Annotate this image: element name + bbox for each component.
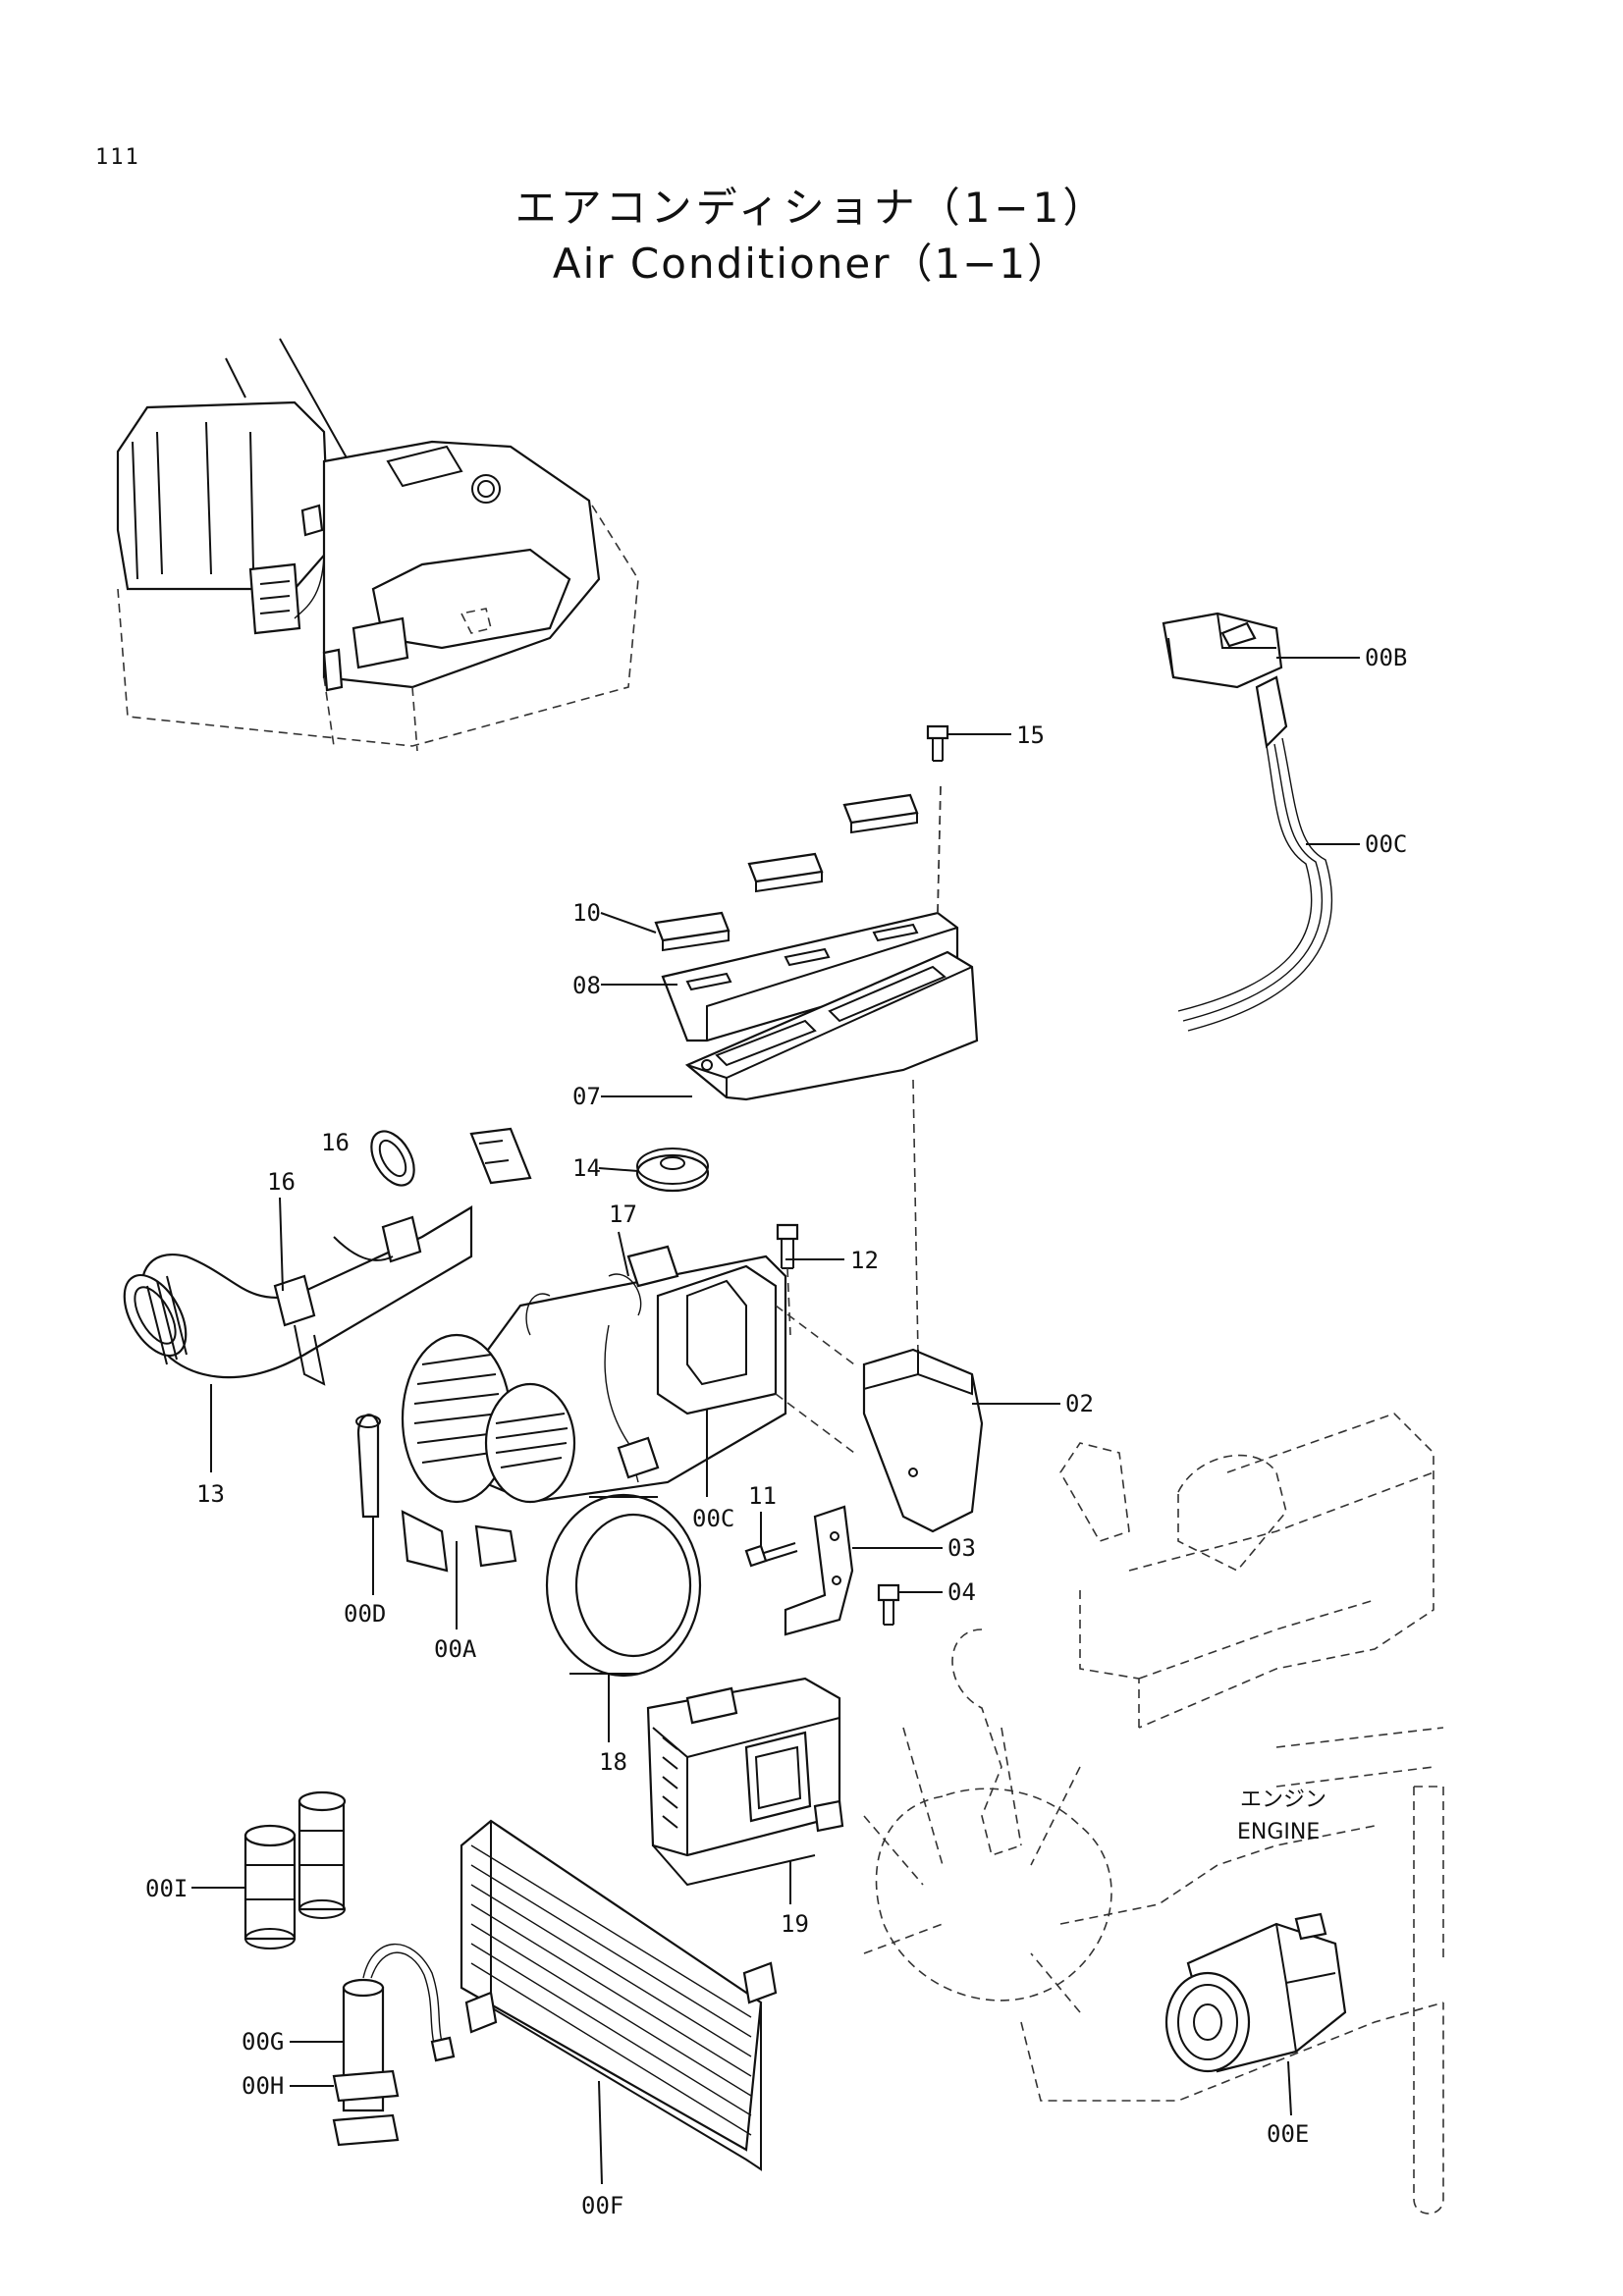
callout-11: 11 — [748, 1482, 777, 1510]
callout-00A: 00A — [434, 1635, 477, 1663]
callout-18: 18 — [599, 1748, 627, 1776]
callout-00D: 00D — [344, 1600, 386, 1628]
callout-08: 08 — [572, 972, 601, 999]
evaporator-19 — [646, 1677, 844, 1887]
callout-14: 14 — [572, 1154, 601, 1182]
callout-00H: 00H — [242, 2072, 284, 2100]
duct-cover-08 — [661, 784, 959, 1042]
callout-16b: 16 — [267, 1168, 296, 1196]
ring-18 — [545, 1493, 702, 1678]
callout-04: 04 — [947, 1578, 976, 1606]
callout-02: 02 — [1065, 1390, 1094, 1417]
callout-13: 13 — [196, 1480, 225, 1508]
title-english: Air Conditioner（1−1） — [552, 240, 1071, 288]
drain-hose-00D — [355, 1414, 381, 1519]
title-japanese: エアコンディショナ（1−1） — [514, 184, 1109, 232]
engine-label-english: ENGINE — [1237, 1820, 1320, 1844]
bolt-11 — [744, 1542, 798, 1568]
engine-outline — [863, 1413, 1444, 2215]
engine-label-japanese: エンジン — [1240, 1788, 1326, 1812]
callout-16a: 16 — [321, 1129, 350, 1156]
callout-00G: 00G — [242, 2028, 284, 2056]
callout-00E: 00E — [1267, 2120, 1309, 2148]
louvers-10 — [654, 793, 919, 952]
bracket-03 — [784, 1505, 854, 1636]
grommet-14 — [635, 1148, 710, 1193]
compressor-00E — [1164, 1912, 1347, 2073]
bolt-15 — [926, 724, 949, 762]
callout-15: 15 — [1016, 721, 1045, 749]
callout-07: 07 — [572, 1083, 601, 1110]
hose-clamps-16 — [273, 1215, 422, 1386]
receiver-drums-00I — [243, 1790, 347, 1949]
callout-00C-top: 00C — [1365, 830, 1407, 858]
excavator-overview-illustration — [116, 338, 639, 752]
bolt-04 — [877, 1583, 900, 1626]
callout-17: 17 — [609, 1201, 637, 1228]
duct-07 — [684, 950, 979, 1356]
callout-03: 03 — [947, 1534, 976, 1562]
receiver-dryer-00G — [332, 1943, 456, 2147]
callout-10: 10 — [572, 899, 601, 927]
callout-00F: 00F — [581, 2192, 623, 2219]
callout-00I: 00I — [145, 1875, 188, 1902]
callout-19: 19 — [781, 1910, 809, 1938]
callout-labels: 00B 15 00C 10 08 07 14 16 16 17 12 02 13… — [145, 644, 1407, 2219]
callout-00B: 00B — [1365, 644, 1407, 671]
callout-12: 12 — [850, 1247, 879, 1274]
bolt-12 — [776, 1223, 799, 1336]
leader-lines — [191, 657, 1360, 2185]
page-number: 111 — [95, 145, 140, 170]
control-panel-00B — [1162, 612, 1333, 1032]
duct-02 — [862, 1348, 984, 1533]
callout-00C-mid: 00C — [692, 1505, 734, 1532]
condenser-00F — [460, 1819, 778, 2171]
blower-unit-00A — [401, 1245, 855, 1573]
